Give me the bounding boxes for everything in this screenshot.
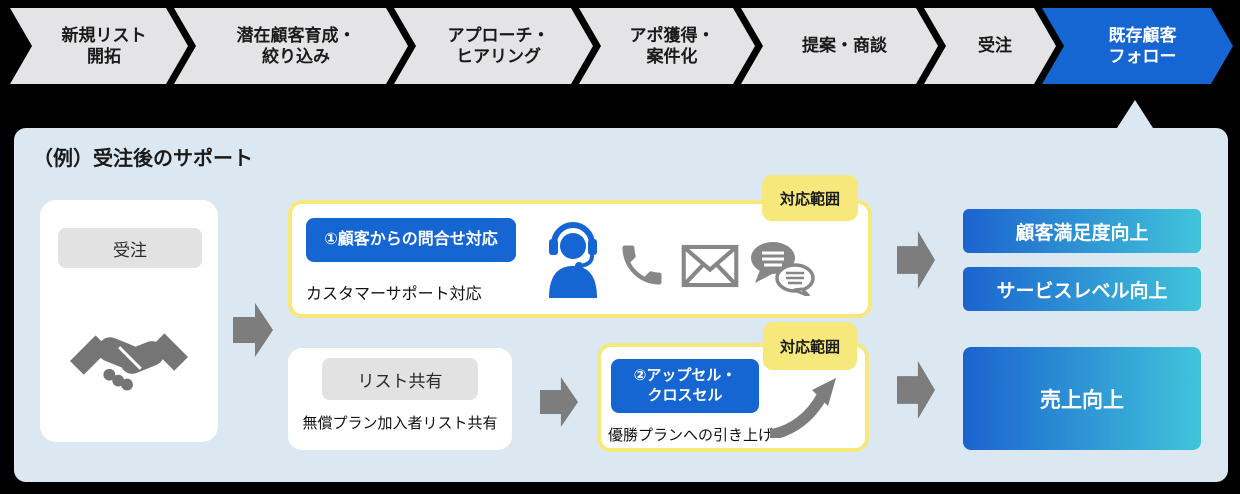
outcome-sales-growth: 売上向上 — [963, 347, 1201, 450]
inquiry-support-button: ①顧客からの問合せ対応 — [306, 218, 516, 262]
inquiry-support-caption: カスタマーサポート対応 — [306, 286, 482, 303]
upsell-caption: 優勝プランへの引き上げ — [608, 427, 774, 444]
outcome-customer-satisfaction: 顧客満足度向上 — [963, 209, 1201, 253]
outcome-service-level: サービスレベル向上 — [963, 267, 1201, 311]
stage-appointment: アポ獲得・ 案件化 — [579, 8, 755, 84]
stage-label: アポ獲得・ 案件化 — [629, 25, 715, 66]
panel-connector-notch — [1117, 100, 1153, 128]
list-share-caption: 無償プラン加入者リスト共有 — [302, 415, 498, 432]
stage-proposal: 提案・商談 — [741, 8, 938, 84]
stage-existing-customer-follow: 既存顧客 フォロー — [1042, 8, 1233, 84]
stage-label: 新規リスト 開拓 — [61, 25, 147, 66]
scope-tag-bottom: 対応範囲 — [763, 322, 857, 370]
headset-operator-icon — [549, 222, 597, 298]
growth-arrow-icon — [770, 378, 836, 438]
stage-label: 受注 — [978, 36, 1012, 56]
order-badge: 受注 — [58, 228, 202, 268]
stage-label: アプローチ・ ヒアリング — [447, 25, 550, 66]
handshake-icon — [70, 333, 188, 391]
stage-approach: アプローチ・ ヒアリング — [394, 8, 593, 84]
chat-bubbles-icon — [751, 242, 815, 296]
stage-label: 潜在顧客育成・ 絞り込み — [236, 25, 356, 66]
stage-lead-nurturing: 潜在顧客育成・ 絞り込み — [174, 8, 408, 84]
stage-label: 既存顧客 フォロー — [1108, 25, 1177, 66]
stage-label: 提案・商談 — [802, 36, 887, 56]
stage-order: 受注 — [924, 8, 1056, 84]
panel-title: （例）受注後のサポート — [33, 148, 253, 170]
scope-tag-top: 対応範囲 — [762, 175, 858, 221]
upsell-button: ②アップセル・ クロスセル — [611, 359, 759, 413]
stage-new-list: 新規リスト 開拓 — [10, 8, 188, 84]
mail-icon — [681, 244, 739, 288]
list-share-badge: リスト共有 — [322, 358, 478, 400]
phone-icon — [622, 245, 662, 285]
